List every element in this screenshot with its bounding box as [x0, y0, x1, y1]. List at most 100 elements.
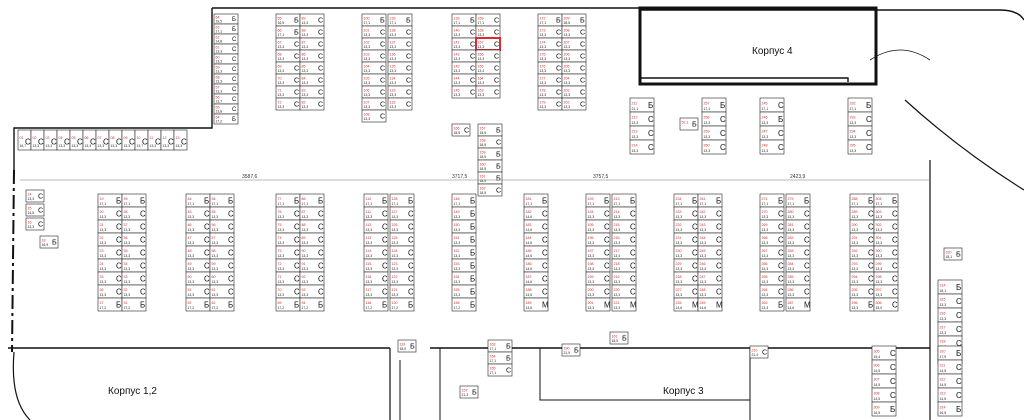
parking-space[interactable]: 13917,1Б — [387, 13, 413, 27]
parking-space[interactable]: 15918,5Б — [477, 147, 503, 161]
parking-space[interactable]: 17313,3С — [537, 25, 563, 39]
parking-space[interactable]: 8513,3С — [299, 61, 325, 75]
parking-space[interactable]: 21021,4С — [749, 345, 769, 359]
parking-space[interactable]: 11613,3С — [363, 271, 389, 286]
parking-space[interactable]: 31017,9Б — [937, 345, 963, 361]
parking-space[interactable]: 16613,3С — [475, 49, 501, 63]
parking-space[interactable]: 29213,3С — [849, 245, 875, 260]
parking-space[interactable]: 2717,2Б — [97, 297, 123, 312]
parking-space[interactable]: 10413,3С — [361, 61, 387, 75]
parking-space[interactable]: 16413,3С — [475, 73, 501, 87]
parking-space[interactable]: 5613,7С — [213, 93, 239, 105]
parking-space[interactable]: 13613,3С — [387, 49, 413, 63]
parking-space[interactable]: 30614,5С — [871, 359, 897, 375]
parking-space[interactable]: 0813,3С — [108, 129, 123, 151]
parking-space[interactable]: 6917,2Б — [275, 297, 301, 312]
parking-space[interactable]: 10513,3С — [361, 73, 387, 87]
parking-space[interactable]: 22013,3С — [611, 284, 637, 299]
parking-space[interactable]: 15213,3Б — [451, 245, 477, 260]
parking-space[interactable]: 2313,3С — [97, 245, 123, 260]
parking-space[interactable]: 26913,3С — [759, 219, 785, 234]
parking-space[interactable]: 31416,5Б — [937, 401, 963, 417]
parking-space[interactable]: 28313,3С — [785, 245, 811, 260]
parking-space[interactable]: 5813,3С — [209, 245, 235, 260]
parking-space[interactable]: 19513,3С — [585, 219, 611, 234]
parking-space[interactable]: 2213,3С — [97, 232, 123, 247]
parking-space[interactable]: 29613,3Б — [849, 297, 875, 312]
parking-space[interactable]: 14213,3С — [451, 49, 477, 63]
parking-space[interactable]: 17713,3С — [537, 73, 563, 87]
parking-space[interactable]: 26713,3С — [759, 245, 785, 260]
parking-space[interactable]: 18814,6С — [523, 284, 549, 299]
parking-space[interactable]: 0913,3С — [121, 129, 136, 151]
parking-space[interactable]: 19317,1Б — [585, 193, 611, 208]
parking-space[interactable]: 4813,3С — [185, 245, 211, 260]
parking-space[interactable]: 1514,5С — [25, 203, 45, 217]
parking-space[interactable]: 1313,3С — [173, 129, 188, 151]
parking-space[interactable]: 30213,3С — [873, 219, 899, 234]
parking-space[interactable]: 23417,1Б — [673, 193, 699, 208]
parking-space[interactable]: 28513,3С — [785, 271, 811, 286]
parking-space[interactable]: 30714,5С — [871, 373, 897, 389]
parking-space[interactable]: 13713,3С — [387, 37, 413, 51]
parking-space[interactable]: 19913,3С — [585, 271, 611, 286]
parking-space[interactable]: 4417,1Б — [185, 193, 211, 208]
parking-space[interactable]: 8617,1Б — [299, 193, 325, 208]
parking-space[interactable]: 1816,9Б — [39, 235, 59, 249]
parking-space[interactable]: 20513,3С — [561, 61, 587, 75]
parking-space[interactable]: 31314,5С — [937, 387, 963, 403]
parking-space[interactable]: 16317,1Б — [487, 339, 513, 353]
parking-space[interactable]: 16417,1Б — [487, 351, 513, 365]
parking-space[interactable]: 30916,5Б — [871, 401, 897, 417]
parking-space[interactable]: 21213,3С — [629, 111, 655, 127]
parking-space[interactable]: 14413,3С — [451, 73, 477, 87]
parking-space[interactable]: 17413,3С — [537, 37, 563, 51]
parking-space[interactable]: 20313,3С — [561, 85, 587, 99]
parking-space[interactable]: 2513,3С — [97, 271, 123, 286]
parking-space[interactable]: 8313,3С — [299, 85, 325, 99]
parking-space[interactable]: 10613,3С — [361, 85, 387, 99]
parking-space[interactable]: 24713,3С — [697, 271, 723, 286]
parking-space[interactable]: 22113,3М — [611, 297, 637, 312]
parking-space[interactable]: 5713,3С — [213, 83, 239, 95]
parking-space[interactable]: 9013,3С — [299, 245, 325, 260]
parking-space[interactable]: 31418,1Б — [937, 279, 963, 295]
parking-space[interactable]: 7613,3С — [275, 206, 301, 221]
parking-space[interactable]: 18514,6С — [523, 245, 549, 260]
parking-space[interactable]: 5217,2Б — [185, 297, 211, 312]
parking-space[interactable]: 15617,2Б — [451, 297, 477, 312]
parking-space[interactable]: 3813,3С — [121, 206, 147, 221]
parking-space[interactable]: 24513,3С — [697, 245, 723, 260]
parking-space[interactable]: 16513,3С — [475, 61, 501, 75]
parking-space[interactable]: 6713,3С — [275, 37, 301, 51]
parking-space[interactable]: 5913,3С — [213, 63, 239, 75]
parking-space[interactable]: 5813,3С — [213, 73, 239, 85]
parking-space[interactable]: 21913,3С — [611, 271, 637, 286]
parking-space[interactable]: 13213,3С — [387, 97, 413, 111]
parking-space[interactable]: 24813,3С — [697, 284, 723, 299]
parking-space[interactable]: 10113,3С — [361, 25, 387, 39]
parking-space[interactable]: 30113,3С — [873, 232, 899, 247]
parking-space[interactable]: 6516,5Б — [275, 13, 301, 27]
parking-space[interactable]: 9417,2Б — [299, 297, 325, 312]
parking-space[interactable]: 22913,3С — [673, 258, 699, 273]
parking-space[interactable]: 14013,3С — [451, 25, 477, 39]
parking-space[interactable]: 14113,3С — [451, 37, 477, 51]
parking-space[interactable]: 18414,6С — [523, 232, 549, 247]
parking-space[interactable]: 13513,3С — [387, 61, 413, 75]
parking-space[interactable]: 6214,8С — [213, 33, 239, 45]
parking-space[interactable]: 29913,3С — [873, 258, 899, 273]
parking-space[interactable]: 29113,3С — [849, 232, 875, 247]
parking-space[interactable]: 6013,3С — [213, 53, 239, 65]
parking-space[interactable]: 30814,5С — [871, 387, 897, 403]
parking-space[interactable]: 28113,3С — [785, 219, 811, 234]
parking-space[interactable]: 31513,3С — [937, 293, 963, 309]
parking-space[interactable]: 1013,7С — [134, 129, 149, 151]
parking-space[interactable]: 18914,6М — [523, 297, 549, 312]
parking-space[interactable]: 20413,3С — [561, 73, 587, 87]
parking-space[interactable]: 29413,3С — [849, 271, 875, 286]
parking-space[interactable]: 24413,3С — [697, 232, 723, 247]
parking-space[interactable]: 16118,5Б — [609, 331, 629, 345]
parking-space[interactable]: 3613,3С — [121, 232, 147, 247]
parking-space[interactable]: 0313,3С — [43, 129, 58, 151]
